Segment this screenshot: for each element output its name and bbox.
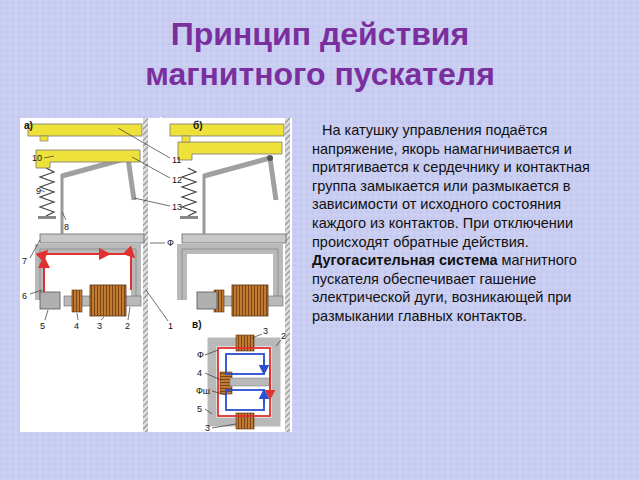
description-text: На катушку управления подаётся напряжени… — [312, 121, 604, 326]
callout-number: 12 — [172, 175, 182, 185]
callout-number: Фш — [196, 386, 210, 396]
slide-title: Принцип действия магнитного пускателя — [90, 14, 550, 94]
callout-number: 4 — [197, 368, 202, 378]
paragraph: На катушку управления подаётся напряжени… — [312, 121, 604, 251]
callout-number: 5 — [197, 404, 202, 414]
callout-number: 10 — [32, 153, 42, 163]
callout-number: 2 — [281, 331, 286, 341]
callout-number: 3 — [205, 423, 210, 433]
callout-number: 6 — [22, 291, 27, 301]
callout-number: 4 — [74, 321, 79, 331]
bold-term: Дугогасительная система — [312, 252, 498, 268]
callout-number: 13 — [172, 202, 182, 212]
callout-number: 7 — [22, 256, 27, 266]
callout-number: 3 — [263, 326, 268, 336]
callout-number: 5 — [40, 321, 45, 331]
panel-letter: а) — [24, 121, 33, 131]
callout-number: 8 — [64, 222, 69, 232]
callout-number: 9 — [36, 186, 41, 196]
callout-number: 3 — [97, 321, 102, 331]
callout-number: Ф — [167, 238, 174, 248]
callout-number: 11 — [172, 155, 181, 165]
callout-number: Ф — [197, 350, 204, 360]
callout-number: 1 — [168, 321, 173, 331]
panel-letter: в) — [192, 320, 201, 330]
callout-number: 2 — [125, 321, 130, 331]
panel-letter: б) — [193, 121, 203, 131]
